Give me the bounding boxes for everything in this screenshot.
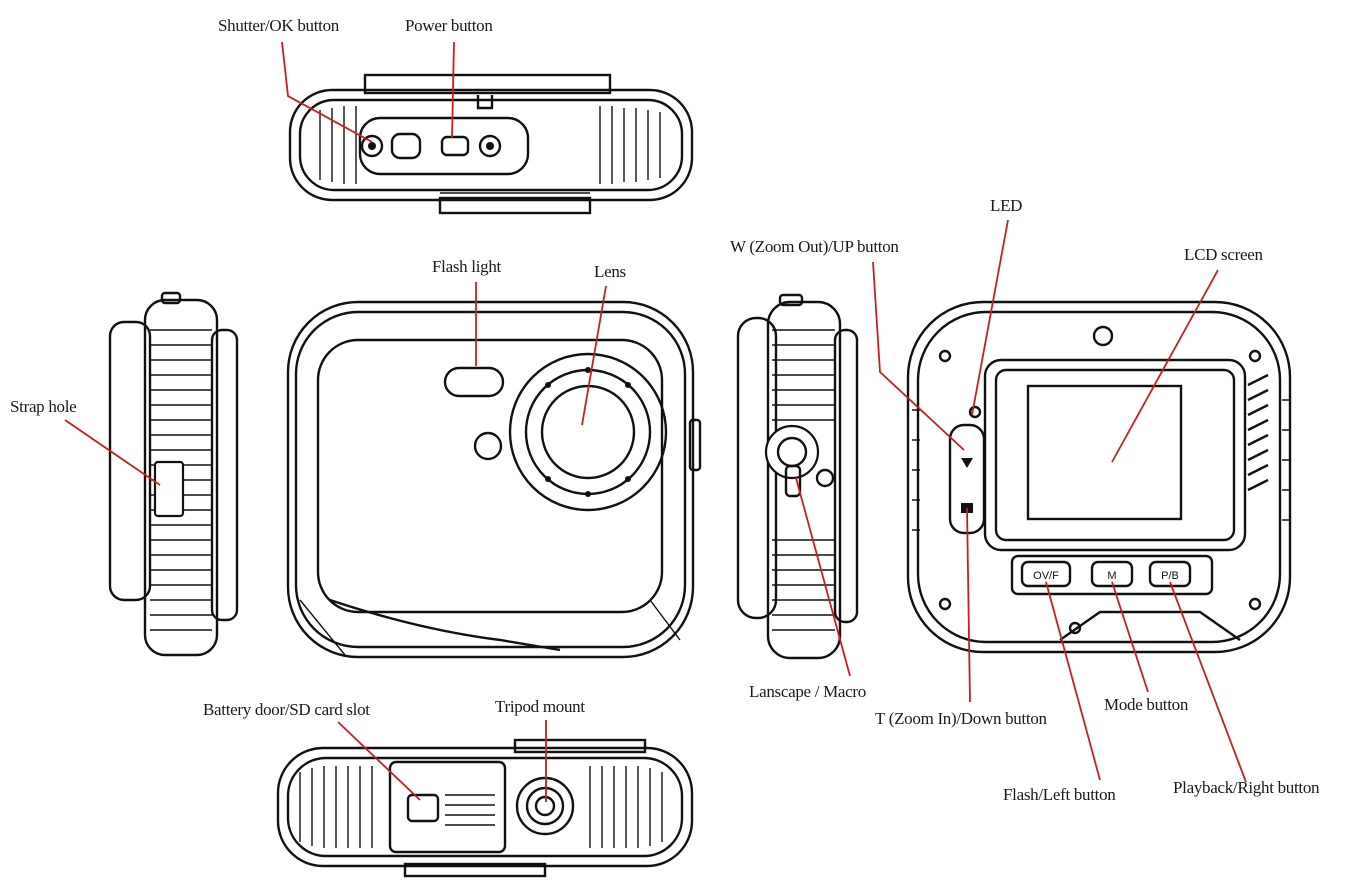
leader-lcd — [1111, 269, 1219, 463]
leader-shutter-ok — [281, 41, 373, 143]
flash-left-button-mark: OV/F — [1033, 570, 1059, 582]
leader-strap-hole — [64, 419, 161, 486]
camera-right-side-view — [736, 293, 859, 660]
camera-top-view — [288, 73, 694, 215]
label-mode: Mode button — [1104, 695, 1189, 714]
playback-right-button-mark: P/B — [1161, 570, 1179, 582]
leader-flash-left — [1045, 581, 1101, 781]
label-strap-hole: Strap hole — [10, 397, 77, 416]
camera-bottom-view — [276, 738, 694, 878]
leader-mode — [1111, 581, 1149, 693]
label-flash-left: Flash/Left button — [1003, 785, 1116, 804]
camera-back-view: OV/F M P/B — [906, 300, 1292, 654]
leader-battery-door — [337, 721, 421, 801]
label-landscape-macro: Lanscape / Macro — [749, 682, 866, 701]
label-flash-light: Flash light — [432, 257, 501, 276]
label-led: LED — [990, 196, 1023, 215]
leader-lens — [581, 285, 607, 426]
label-playback-right: Playback/Right button — [1173, 778, 1320, 797]
camera-front-view — [286, 300, 702, 659]
leader-led — [971, 219, 1009, 416]
label-zoom-out-up: W (Zoom Out)/UP button — [730, 237, 899, 256]
label-battery-door: Battery door/SD card slot — [203, 700, 370, 719]
leader-landscape-macro — [795, 477, 851, 677]
leader-playback-right — [1169, 581, 1247, 783]
leader-lines — [64, 41, 1247, 802]
mode-button-mark: M — [1107, 570, 1116, 582]
label-power: Power button — [405, 16, 493, 35]
leader-zoom-out-up — [872, 261, 965, 451]
leader-zoom-in-down — [966, 507, 971, 703]
label-shutter-ok: Shutter/OK button — [218, 16, 339, 35]
leader-power — [451, 41, 455, 139]
label-tripod: Tripod mount — [495, 697, 585, 716]
camera-left-side-view — [108, 291, 239, 657]
label-lens: Lens — [594, 262, 626, 281]
label-lcd: LCD screen — [1184, 245, 1263, 264]
label-zoom-in-down: T (Zoom In)/Down button — [875, 709, 1047, 728]
